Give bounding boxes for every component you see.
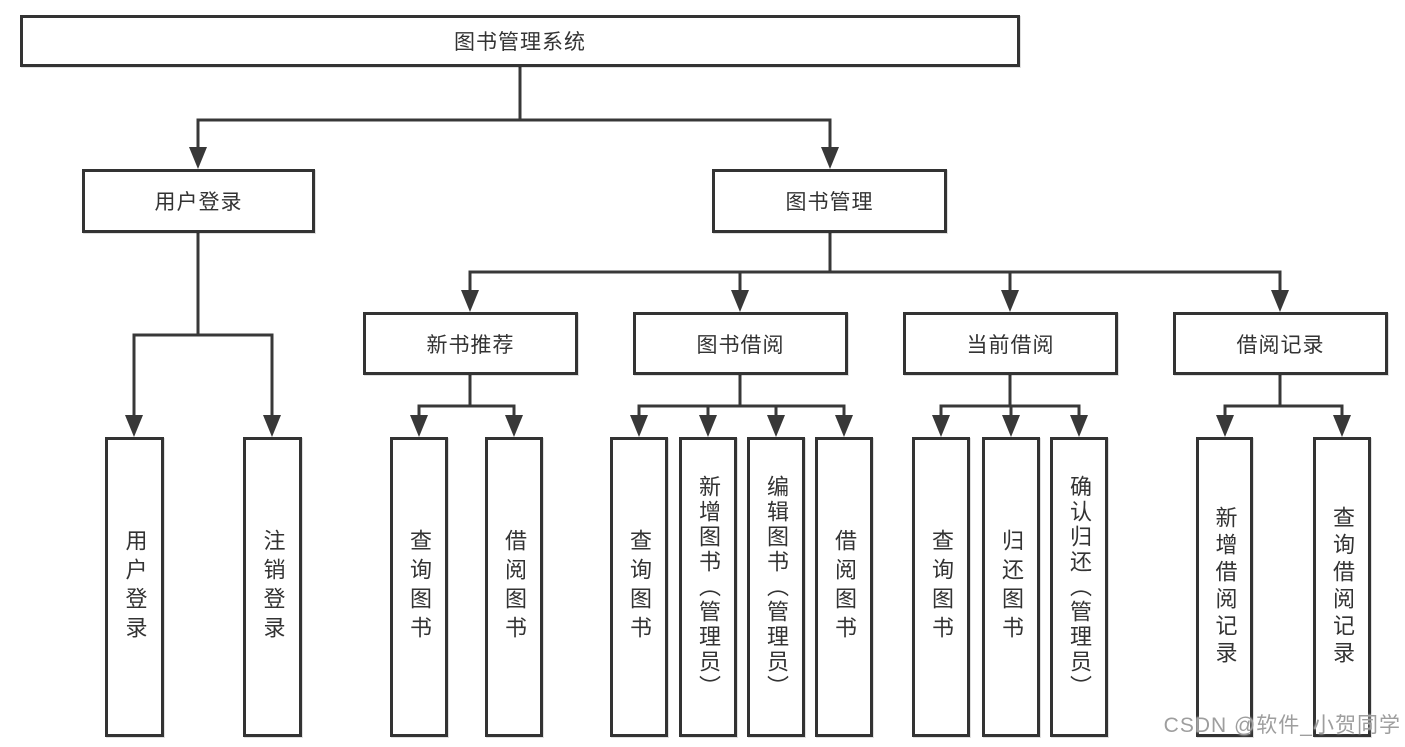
node-leaf-borrow-books-2: 借阅图书 [815,437,873,737]
node-borrow-records: 借阅记录 [1173,312,1388,375]
node-leaf-query-books-3-label: 查询图书 [929,529,954,645]
node-leaf-user-login: 用户登录 [105,437,164,737]
node-leaf-add-borrow-record: 新增借阅记录 [1196,437,1253,737]
node-book-management-label: 图书管理 [785,191,874,214]
node-leaf-query-books-1: 查询图书 [390,437,448,737]
node-leaf-edit-books-admin-label: 编辑图书（管理员） [764,474,789,700]
node-leaf-logout-label: 注销登录 [260,529,286,645]
node-leaf-return-books-label: 归还图书 [999,529,1024,645]
node-leaf-query-borrow-record: 查询借阅记录 [1313,437,1371,737]
node-leaf-edit-books-admin: 编辑图书（管理员） [747,437,805,737]
node-leaf-confirm-return-admin: 确认归还（管理员） [1050,437,1108,737]
node-leaf-query-books-3: 查询图书 [912,437,970,737]
node-leaf-query-books-1-label: 查询图书 [407,529,432,645]
node-leaf-query-books-2-label: 查询图书 [627,529,652,645]
node-new-book-recommend-label: 新书推荐 [426,333,515,357]
node-leaf-borrow-books-1: 借阅图书 [485,437,543,737]
node-current-borrow: 当前借阅 [903,312,1118,375]
node-leaf-add-borrow-record-label: 新增借阅记录 [1212,506,1238,668]
node-leaf-query-books-2: 查询图书 [610,437,668,737]
node-current-borrow-label: 当前借阅 [966,333,1055,357]
node-book-management: 图书管理 [712,169,947,233]
node-leaf-logout: 注销登录 [243,437,302,737]
node-leaf-borrow-books-1-label: 借阅图书 [502,529,527,645]
node-user-login: 用户登录 [82,169,315,233]
node-leaf-add-books-admin: 新增图书（管理员） [679,437,737,737]
node-leaf-user-login-label: 用户登录 [122,529,148,645]
node-root: 图书管理系统 [20,15,1020,67]
node-leaf-query-borrow-record-label: 查询借阅记录 [1330,506,1355,668]
node-new-book-recommend: 新书推荐 [363,312,578,375]
node-leaf-borrow-books-2-label: 借阅图书 [832,529,857,645]
node-book-borrow: 图书借阅 [633,312,848,375]
node-leaf-add-books-admin-label: 新增图书（管理员） [696,474,721,700]
node-leaf-confirm-return-admin-label: 确认归还（管理员） [1067,474,1092,700]
node-borrow-records-label: 借阅记录 [1236,333,1325,357]
node-book-borrow-label: 图书借阅 [696,333,785,357]
node-leaf-return-books: 归还图书 [982,437,1040,737]
node-root-label: 图书管理系统 [454,31,586,54]
node-user-login-label: 用户登录 [154,191,243,214]
csdn-watermark: CSDN @软件_小贺同学 [1163,714,1401,737]
